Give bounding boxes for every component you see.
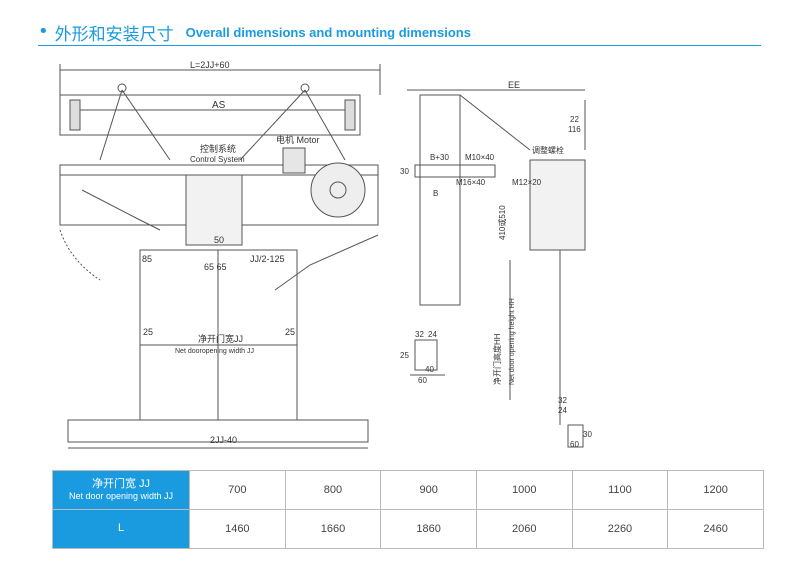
sill-24: 24 bbox=[428, 330, 437, 339]
jj-cell: 1200 bbox=[667, 470, 764, 510]
sill-40: 40 bbox=[425, 365, 434, 374]
ee-label: EE bbox=[508, 80, 520, 90]
hanger-bolt-right bbox=[300, 83, 310, 93]
b30-label: B+30 bbox=[430, 153, 449, 162]
l-cell: 1660 bbox=[284, 509, 382, 549]
dim-25-right: 25 bbox=[285, 327, 295, 337]
dim-22: 22 bbox=[570, 115, 579, 124]
side-sill bbox=[567, 424, 584, 448]
dim-85: 85 bbox=[142, 254, 152, 264]
l-cell: 1860 bbox=[380, 509, 477, 549]
net-height-en: Net door opening height HH bbox=[509, 298, 516, 385]
hanger-left-2 bbox=[121, 89, 171, 161]
dim-30: 30 bbox=[400, 167, 409, 176]
l-header-cell: L bbox=[52, 509, 190, 549]
dim-24: 24 bbox=[558, 406, 567, 415]
jj-header-cell: 净开门宽 JJ Net door opening width JJ bbox=[52, 470, 190, 510]
table-row-l: L 1460 1660 1860 2060 2260 2460 bbox=[52, 509, 764, 549]
control-system-en: Control System bbox=[190, 155, 245, 164]
dim-jj2: JJ/2-125 bbox=[250, 254, 285, 264]
header-divider bbox=[38, 45, 761, 46]
jj-cell: 1100 bbox=[571, 470, 669, 510]
side-operator bbox=[529, 159, 586, 251]
bottom-width-label: 2JJ-40 bbox=[210, 435, 237, 445]
jj-cell: 900 bbox=[380, 470, 477, 510]
net-height-cn: 净开门高度HH bbox=[492, 333, 502, 385]
control-system-cn: 控制系统 bbox=[200, 143, 236, 154]
section-header: • 外形和安装尺寸 Overall dimensions and mountin… bbox=[38, 20, 471, 45]
l-cell: 2060 bbox=[475, 509, 573, 549]
dimension-table: 净开门宽 JJ Net door opening width JJ 700 80… bbox=[52, 470, 764, 549]
side-hanger bbox=[459, 94, 531, 151]
right-door-arm bbox=[274, 234, 379, 291]
bullet-icon: • bbox=[38, 21, 49, 42]
sill-detail bbox=[410, 339, 445, 376]
m10-label: M10×40 bbox=[465, 153, 495, 162]
motor-body bbox=[282, 147, 306, 174]
side-view bbox=[407, 89, 586, 448]
dim-50: 50 bbox=[214, 235, 224, 245]
header-rail bbox=[59, 94, 361, 136]
hanger-left bbox=[99, 89, 123, 161]
jj-cell: 1000 bbox=[475, 470, 573, 510]
as-label: AS bbox=[212, 100, 226, 111]
front-view bbox=[59, 64, 381, 449]
door-sill bbox=[67, 419, 369, 443]
sill-32: 32 bbox=[415, 330, 424, 339]
adjust-bolt-label: 调整螺栓 bbox=[532, 145, 564, 155]
hanger-bolt-left bbox=[117, 83, 127, 93]
motor-pulley bbox=[310, 162, 366, 218]
motor-label: 电机 Motor bbox=[276, 134, 320, 145]
left-door-arm bbox=[81, 189, 161, 231]
l-cell: 2260 bbox=[571, 509, 669, 549]
side-bracket bbox=[414, 164, 496, 178]
dim-60-bottom: 60 bbox=[570, 440, 579, 449]
drive-chain bbox=[59, 229, 101, 281]
dim-32-bottom: 32 bbox=[558, 396, 567, 405]
jj-header-cn: 净开门宽 JJ bbox=[91, 477, 151, 490]
sill-60: 60 bbox=[418, 376, 427, 385]
m16-label: M16×40 bbox=[456, 178, 486, 187]
title-english: Overall dimensions and mounting dimensio… bbox=[185, 24, 471, 40]
m12-label: M12×20 bbox=[512, 178, 542, 187]
right-bracket bbox=[344, 99, 356, 131]
dim-116: 116 bbox=[568, 125, 581, 134]
pulley-hub bbox=[329, 181, 347, 199]
dim-30-bottom: 30 bbox=[583, 430, 592, 439]
dim-6565: 65 65 bbox=[204, 262, 227, 272]
dim-410: 410或510 bbox=[497, 205, 507, 240]
net-opening-en: Net dooropening width JJ bbox=[175, 348, 254, 355]
jj-cell: 700 bbox=[189, 470, 286, 510]
dim-b: B bbox=[433, 189, 438, 198]
hanger-right bbox=[239, 89, 306, 161]
dim-25-left: 25 bbox=[143, 327, 153, 337]
jj-header-en: Net door opening width JJ bbox=[68, 491, 174, 502]
l-cell: 2460 bbox=[667, 509, 764, 549]
left-bracket bbox=[69, 99, 81, 131]
control-system-box bbox=[185, 174, 243, 246]
title-chinese: 外形和安装尺寸 bbox=[54, 24, 174, 45]
jj-cell: 800 bbox=[284, 470, 382, 510]
l-cell: 1460 bbox=[189, 509, 286, 549]
hanger-right-2 bbox=[304, 89, 346, 161]
overall-length-label: L=2JJ+60 bbox=[190, 60, 230, 70]
sill-profile bbox=[414, 339, 438, 371]
wall-section bbox=[419, 94, 461, 306]
sill-25: 25 bbox=[400, 351, 409, 360]
table-row-jj: 净开门宽 JJ Net door opening width JJ 700 80… bbox=[52, 470, 764, 510]
net-opening-cn: 净开门宽JJ bbox=[198, 333, 243, 344]
technical-drawing: L=2JJ+60 AS 控制系统 Control System 电机 Motor… bbox=[59, 60, 592, 449]
